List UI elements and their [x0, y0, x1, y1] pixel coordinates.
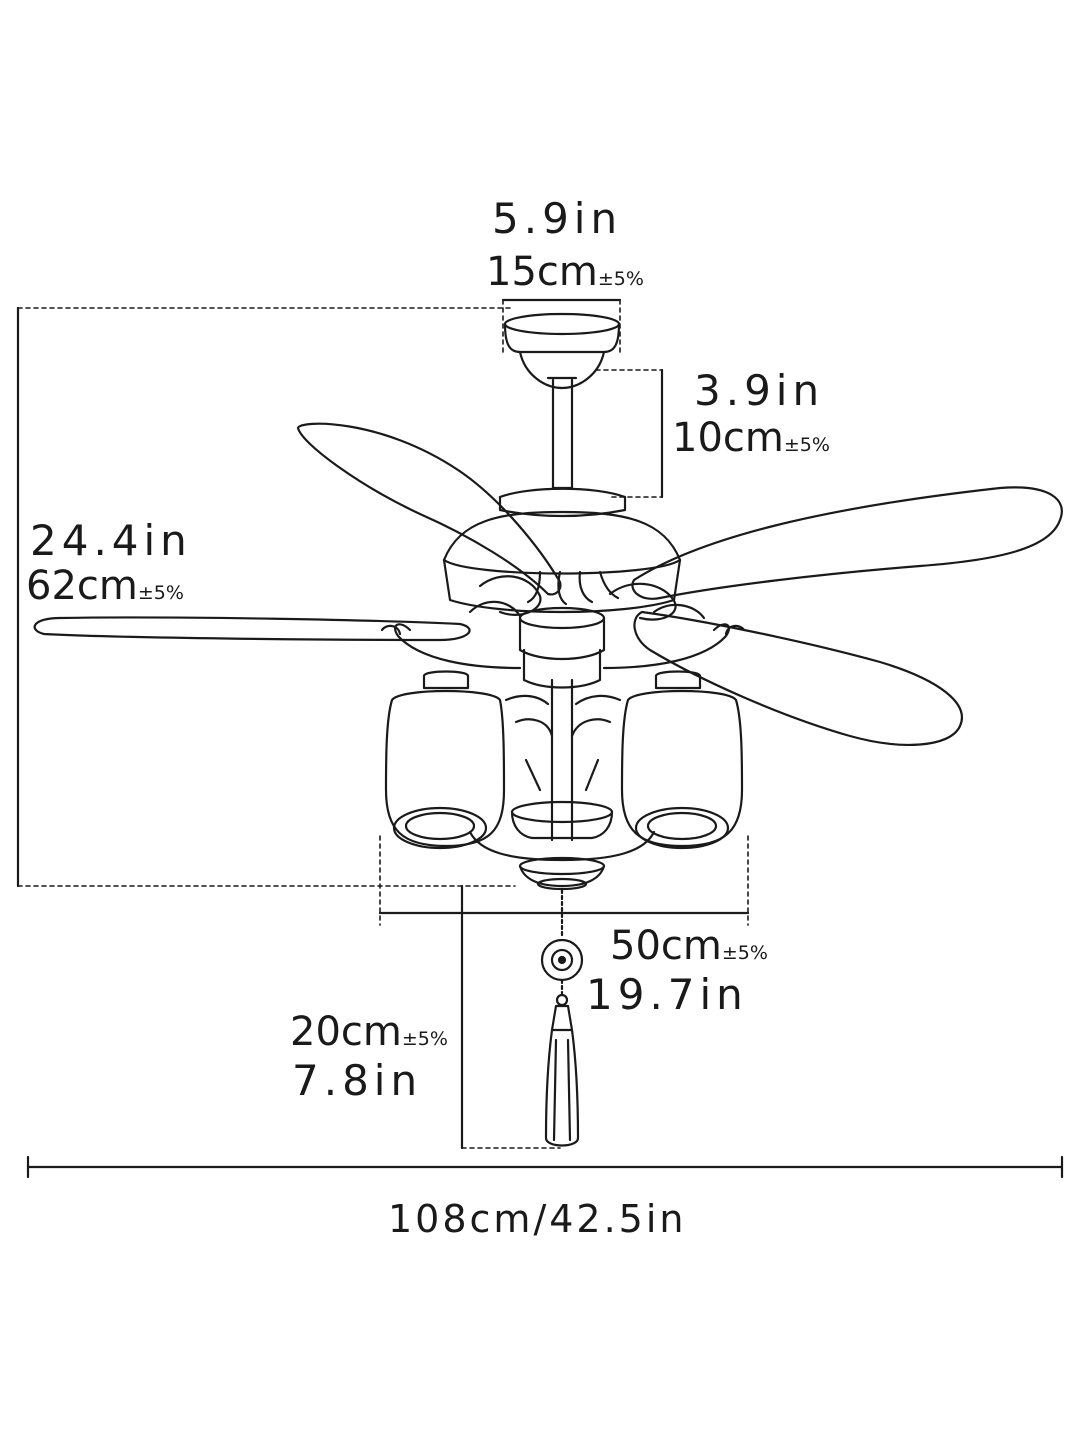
downrod-length-in: 3.9in — [694, 366, 825, 415]
canopy-width-cm-value: 15cm — [486, 249, 598, 295]
pull-chain-length-in: 7.8in — [292, 1056, 423, 1105]
downrod-length-cm: 10cm±5% — [672, 418, 830, 458]
canopy-width-tolerance: ±5% — [597, 268, 644, 290]
pull-chain-length-cm: 20cm±5% — [290, 1012, 448, 1052]
overall-height-tolerance: ±5% — [137, 582, 184, 604]
overall-height-cm: 62cm±5% — [26, 566, 184, 606]
overall-height-cm-value: 62cm — [26, 563, 138, 609]
pull-chain-length-tolerance: ±5% — [401, 1028, 448, 1050]
blade-span-label: 108cm/42.5in — [388, 1197, 687, 1241]
canopy-width-cm: 15cm±5% — [486, 252, 644, 292]
canopy-width-in: 5.9in — [492, 194, 623, 243]
light-kit-width-tolerance: ±5% — [721, 942, 768, 964]
downrod-length-cm-value: 10cm — [672, 415, 784, 461]
downrod-length-tolerance: ±5% — [783, 434, 830, 456]
overall-height-in: 24.4in — [30, 516, 192, 565]
light-kit-width-cm-value: 50cm — [610, 923, 722, 969]
light-kit-width-in: 19.7in — [586, 970, 748, 1019]
light-kit-width-cm: 50cm±5% — [610, 926, 768, 966]
dimension-line — [16, 298, 1064, 1179]
pull-chain-length-cm-value: 20cm — [290, 1009, 402, 1055]
